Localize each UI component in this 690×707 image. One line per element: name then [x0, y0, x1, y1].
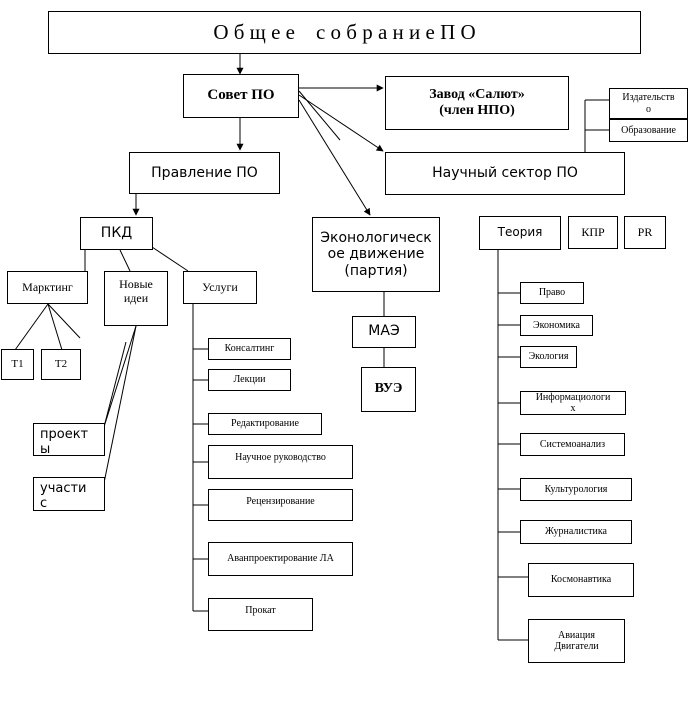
line-pkd-to-services — [151, 246, 189, 272]
node-rental: Прокат — [208, 598, 313, 631]
node-law: Право — [520, 282, 584, 304]
line-pkd-to-ideas — [119, 249, 131, 272]
node-general-meeting: О б щ е е с о б р а н и е П О — [48, 11, 641, 54]
node-projects: проект ы — [33, 423, 105, 456]
node-reviewing: Рецензирование — [208, 489, 353, 521]
node-education: Образование — [609, 119, 688, 142]
node-t2: Т2 — [41, 349, 81, 380]
line-ideas-branch — [104, 341, 127, 424]
node-marketing: Марктинг — [7, 271, 88, 304]
node-t1: Т1 — [1, 349, 34, 380]
node-council: Совет ПО — [183, 74, 299, 118]
node-journalism: Журналистика — [520, 520, 632, 544]
node-mae: МАЭ — [352, 316, 416, 348]
node-theory: Теория — [479, 216, 561, 250]
arrow-council-to-eco — [298, 99, 371, 216]
line-council-to-board-area — [298, 90, 341, 141]
node-cosmonautics: Космонавтика — [528, 563, 634, 597]
node-vue: ВУЭ — [361, 367, 416, 412]
node-ecology: Экология — [520, 346, 577, 368]
node-culturology: Культурология — [520, 478, 632, 501]
node-science-sector: Научный сектор ПО — [385, 152, 625, 195]
node-supervision: Научное руководство — [208, 445, 353, 479]
node-participants: участи с — [33, 477, 105, 511]
line-marketing-to-t2 — [47, 303, 63, 351]
node-services: Услуги — [183, 271, 257, 304]
node-pr: PR — [624, 216, 666, 249]
node-eco-movement: Эконологическ ое движение (партия) — [312, 217, 440, 292]
node-publishing: Издательств о — [609, 88, 688, 119]
node-pkd: ПКД — [80, 217, 153, 250]
line-marketing-extra — [47, 303, 81, 339]
line-marketing-to-t1 — [14, 303, 49, 351]
node-new-ideas: Новые идеи — [104, 271, 168, 326]
node-sysanalysis: Системоанализ — [520, 433, 625, 456]
line-ideas-to-participants — [103, 325, 137, 484]
arrow-council-to-science — [298, 94, 384, 152]
node-lectures: Лекции — [208, 369, 291, 391]
node-salyut-plant: Завод «Салют» (член НПО) — [385, 76, 569, 130]
node-editing: Редактирование — [208, 413, 322, 435]
node-economics: Экономика — [520, 315, 593, 336]
node-aviation: Авиация Двигатели — [528, 619, 625, 663]
node-preproject: Аванпроектирование ЛА — [208, 542, 353, 576]
line-ideas-to-projects — [102, 325, 137, 431]
node-infology: Информациологи х — [520, 391, 626, 415]
node-kpr: КПР — [568, 216, 618, 249]
node-consulting: Консалтинг — [208, 338, 291, 360]
node-board: Правление ПО — [129, 152, 280, 194]
